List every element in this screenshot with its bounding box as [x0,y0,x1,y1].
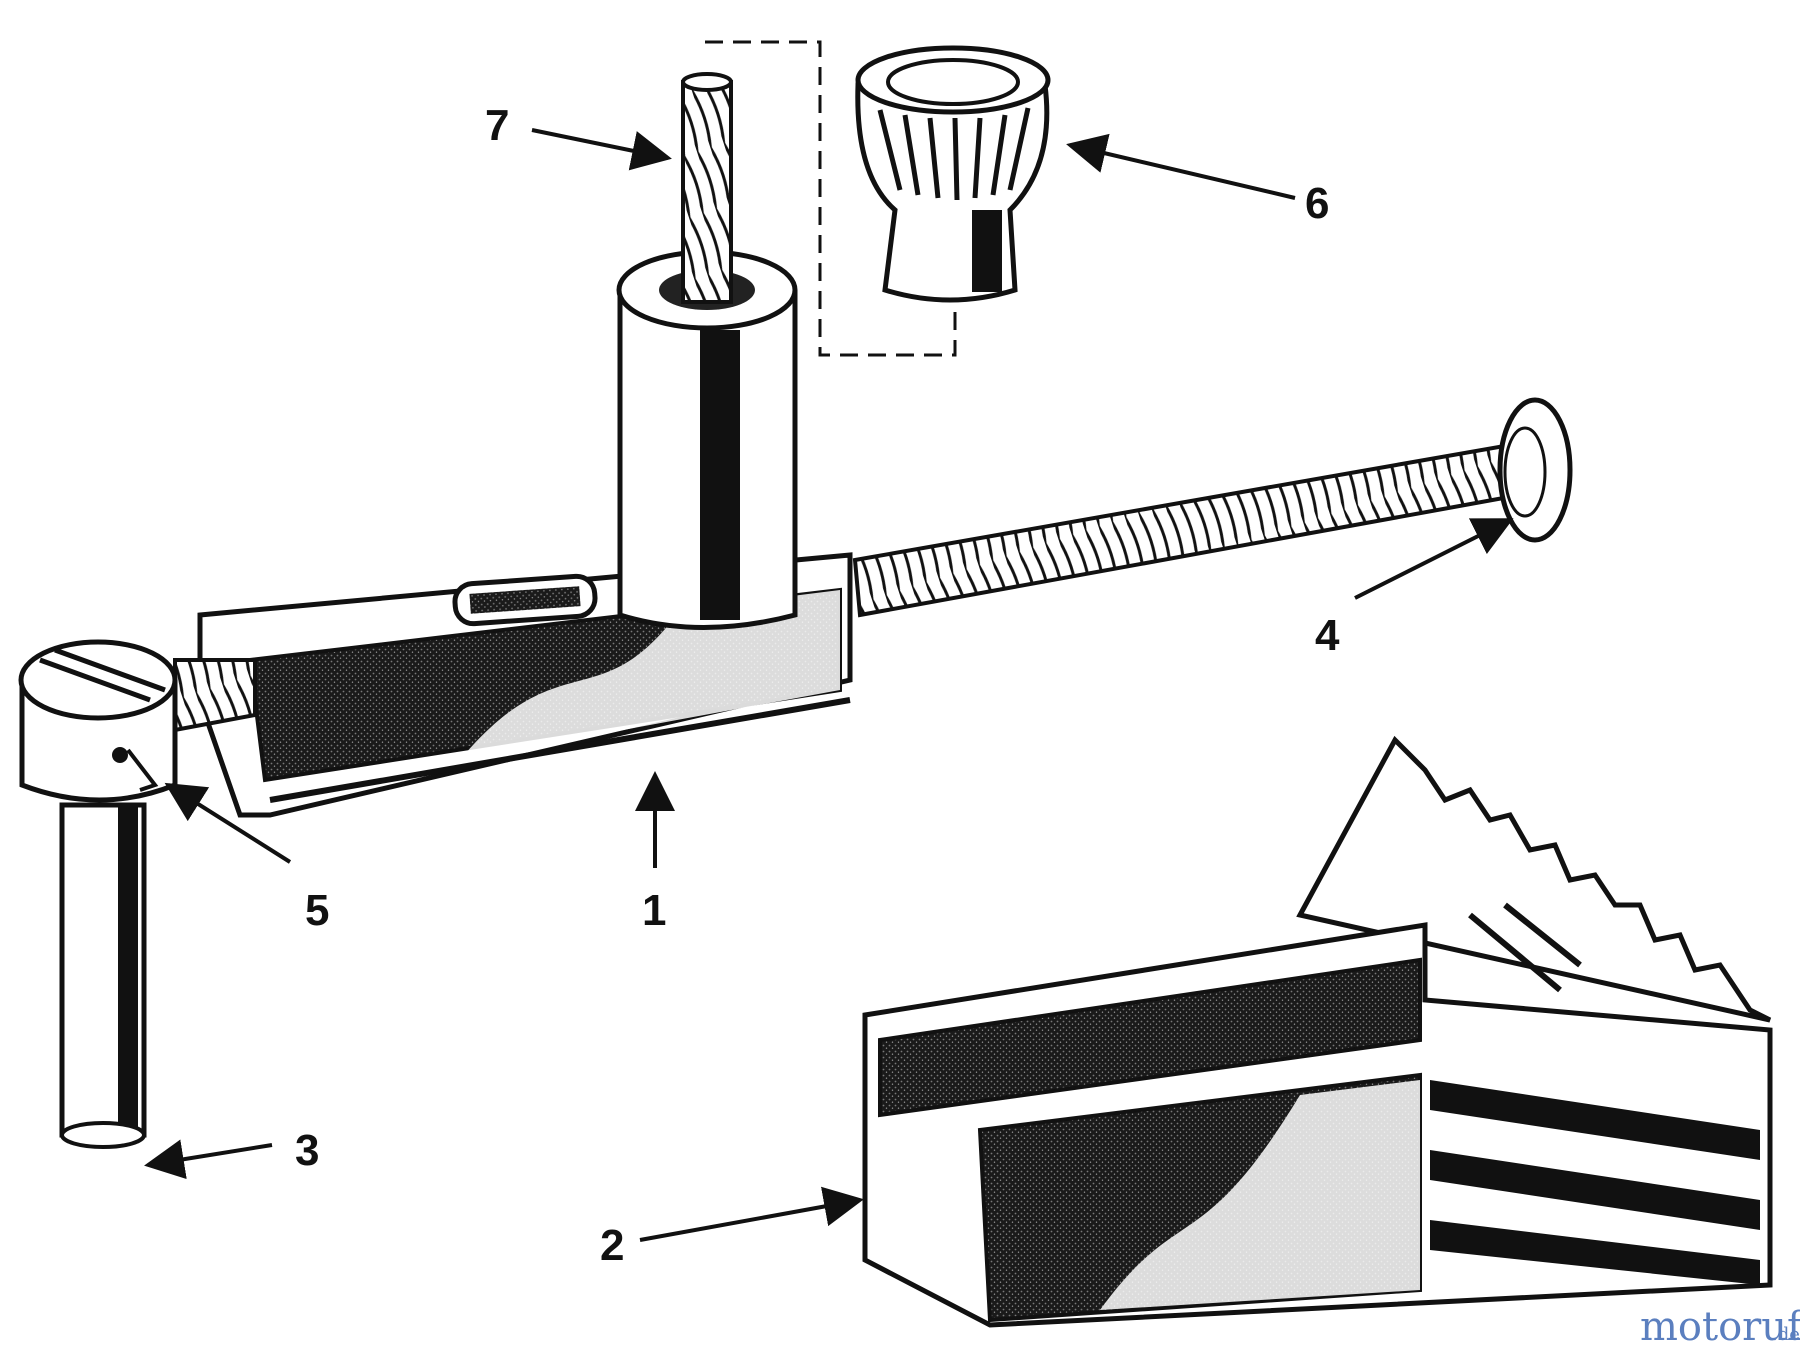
arrow-4 [1354,518,1514,600]
arrow-2 [639,1186,864,1242]
callout-5: 5 [305,886,329,935]
arrow-5 [164,782,292,864]
arrow-3 [144,1139,273,1180]
threaded-stud-part-7 [681,72,733,304]
callout-3: 3 [295,1126,319,1175]
callout-6: 6 [1305,179,1329,228]
leader-arrows [144,128,1514,1242]
callout-2: 2 [600,1221,624,1270]
callout-1: 1 [642,886,666,935]
callout-7: 7 [485,101,509,150]
arrow-6 [1066,133,1296,200]
callout-4: 4 [1315,611,1340,660]
long-screw-part-4 [852,397,1573,618]
clamp-post-cylinder [616,249,798,630]
watermark: motoruf .de [1640,1304,1800,1350]
t-handle-screw-part-3-5 [18,639,257,1149]
watermark-suffix: .de [1772,1324,1800,1345]
watermark-text: motoruf [1640,1304,1800,1350]
knob-part-6 [705,40,1051,357]
arrow-7 [531,128,672,171]
corner-fence-part-2 [862,735,1773,1328]
